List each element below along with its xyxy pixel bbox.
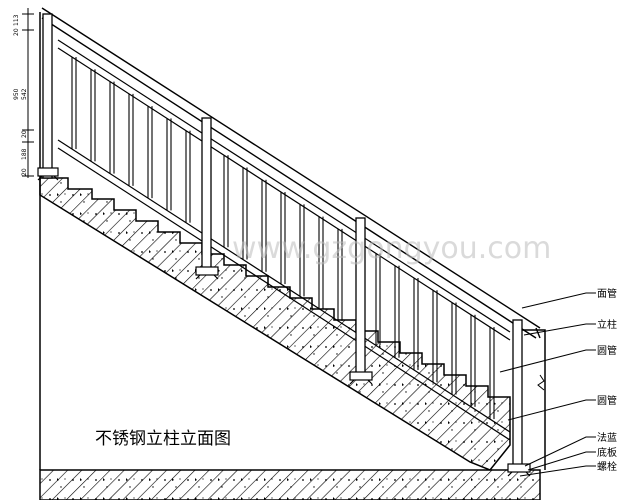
dim-542: 542 [21,88,28,100]
bottom-rail [57,139,511,441]
dimension-line: 20 113 950 542 20 188 20 [13,8,34,178]
dim-20-bottom: 20 [21,168,28,176]
watermark: www.gzgongyou.com [232,231,551,266]
drawing-title: 不锈钢立柱立面图 [95,429,231,449]
callout-base-plate: 底板 [597,446,617,459]
callout-flange: 法蓝 [597,431,617,444]
post-base-plates [37,167,531,477]
stair-concrete-body [39,177,511,471]
ground-slab [39,469,541,500]
callout-round-pipe-1: 圆管 [597,344,617,357]
dim-950: 950 [13,88,20,100]
dim-188: 188 [21,148,28,160]
dim-113: 113 [13,14,20,26]
balusters [71,57,495,420]
dim-20-top: 20 [13,28,20,36]
callout-leaders [499,292,596,477]
callout-post: 立柱 [597,318,617,331]
dim-20-mid: 20 [21,130,28,138]
top-handrail [41,7,541,339]
callout-face-pipe: 面管 [597,287,617,300]
callout-round-pipe-2: 圆管 [597,394,617,407]
callout-bolt: 螺栓 [597,460,617,473]
end-wall [39,12,546,470]
